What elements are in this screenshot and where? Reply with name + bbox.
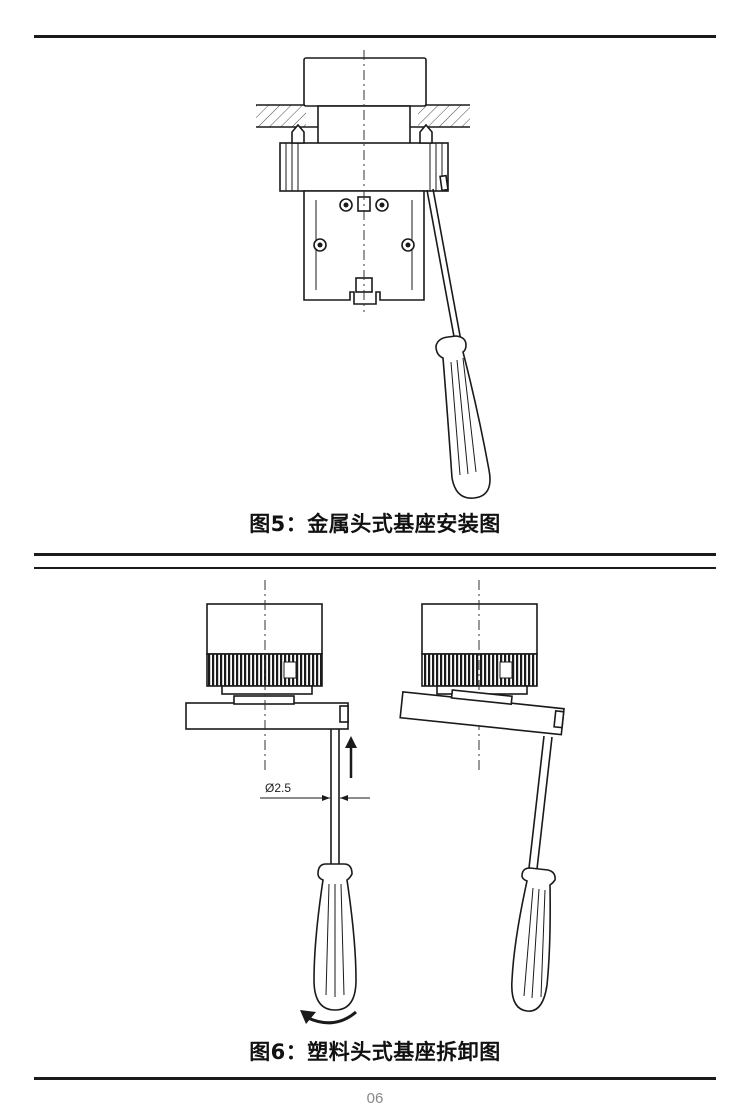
- metal-head-button: [303, 57, 427, 145]
- middle-rule-lower: [34, 567, 716, 569]
- figure-6-svg: Ø2.5: [185, 580, 565, 1025]
- diameter-label: Ø2.5: [265, 781, 291, 795]
- left-base-plate: [185, 695, 349, 730]
- rotate-arrow: [300, 1010, 357, 1025]
- page-number: 06: [366, 1090, 384, 1107]
- figure-5-caption: 图5：金属头式基座安装图: [249, 512, 501, 536]
- push-up-arrow: [345, 736, 357, 778]
- figure-6-caption: 图6：塑料头式基座拆卸图: [249, 1040, 501, 1064]
- right-base-plate-tilted: [399, 689, 565, 736]
- diameter-dimension: Ø2.5: [260, 781, 370, 801]
- mounting-panel: [256, 104, 470, 128]
- screwdriver: [426, 174, 491, 499]
- contact-base: [303, 190, 425, 305]
- figure-5-svg: [256, 50, 491, 499]
- right-screwdriver: [510, 735, 556, 1012]
- bottom-rule: [34, 1077, 716, 1080]
- figure-5-drawing: [0, 40, 750, 510]
- figure-6-drawing: Ø2.5: [0, 572, 750, 1032]
- top-rule: [34, 35, 716, 38]
- middle-rule-upper: [34, 553, 716, 556]
- left-screwdriver: [313, 729, 357, 1011]
